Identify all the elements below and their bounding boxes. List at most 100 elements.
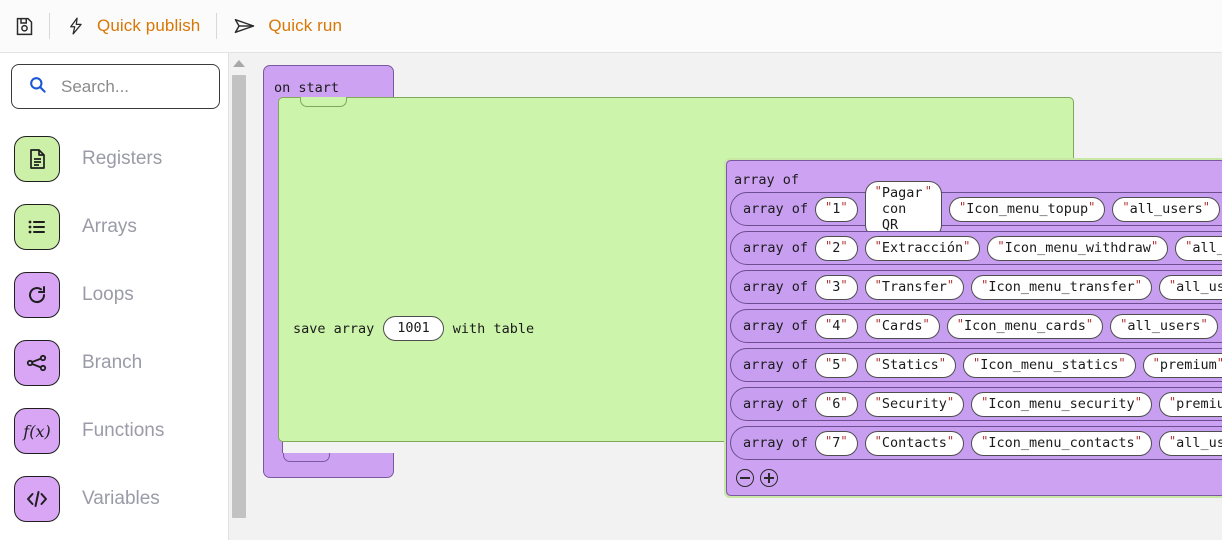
table-row[interactable]: array of "3" "Transfer" "Icon_menu_trans… xyxy=(730,270,1222,304)
sidebar-item-registers[interactable]: Registers xyxy=(0,125,228,193)
array-row-wrapper: array of "2" "Extracción" "Icon_menu_wit… xyxy=(730,231,1222,270)
quick-publish-button[interactable]: Quick publish xyxy=(50,0,216,53)
toolbar-divider-1 xyxy=(49,13,50,39)
table-row[interactable]: array of "6" "Security" "Icon_menu_secur… xyxy=(730,387,1222,421)
on-start-notch xyxy=(283,453,330,462)
quick-run-button[interactable]: Quick run xyxy=(217,0,358,53)
row-id-field[interactable]: "1" xyxy=(815,196,858,222)
sidebar-item-label: Loops xyxy=(82,284,134,305)
quick-publish-label: Quick publish xyxy=(97,16,201,35)
row-id-field[interactable]: "4" xyxy=(815,313,858,339)
plus-circle-icon[interactable] xyxy=(760,469,778,487)
row-audience-field[interactable]: "all_users" xyxy=(1158,430,1222,456)
scrollbar-thumb[interactable] xyxy=(232,75,246,518)
lightning-bolt-icon xyxy=(66,15,85,37)
sidebar-item-arrays[interactable]: Arrays xyxy=(0,193,228,261)
row-name-field[interactable]: "Contacts" xyxy=(864,430,965,456)
floppy-disk-icon xyxy=(14,16,35,37)
row-name-field[interactable]: "Statics" xyxy=(864,352,957,378)
save-array-suffix-label: with table xyxy=(452,320,535,337)
branch-icon xyxy=(14,340,60,386)
table-row[interactable]: array of "4" "Cards" "Icon_menu_cards" "… xyxy=(730,309,1222,343)
save-button[interactable] xyxy=(0,0,49,53)
row-name-field[interactable]: "Transfer" xyxy=(864,274,965,300)
array-of-controls xyxy=(736,469,778,487)
chevron-up-icon[interactable] xyxy=(233,60,245,67)
save-array-notch xyxy=(300,97,347,107)
quick-run-label: Quick run xyxy=(268,16,343,35)
row-id-field[interactable]: "3" xyxy=(815,274,858,300)
array-row-wrapper: array of "6" "Security" "Icon_menu_secur… xyxy=(730,387,1222,426)
row-id-field[interactable]: "6" xyxy=(815,391,858,417)
array-row-list: array of "1" "Pagar con QR" "Icon_menu_t… xyxy=(730,180,1222,465)
row-audience-field[interactable]: "premium" xyxy=(1158,391,1222,417)
search-input[interactable]: Search... xyxy=(11,64,220,109)
function-icon: f(x) xyxy=(14,408,60,454)
table-row[interactable]: array of "1" "Pagar con QR" "Icon_menu_t… xyxy=(730,180,1222,238)
row-name-field[interactable]: "Pagar con QR" xyxy=(864,180,942,238)
row-audience-field[interactable]: "all_users" xyxy=(1175,235,1222,261)
sidebar-item-branch[interactable]: Branch xyxy=(0,329,228,397)
array-of-label: array of xyxy=(734,172,800,188)
refresh-icon xyxy=(14,272,60,318)
toolbox-sidebar: Search... Registers xyxy=(0,53,229,540)
save-array-prefix-label: save array xyxy=(293,320,375,337)
row-audience-field[interactable]: "all_users" xyxy=(1110,313,1218,339)
canvas-vertical-scrollbar[interactable] xyxy=(232,57,246,536)
array-row-wrapper: array of "4" "Cards" "Icon_menu_cards" "… xyxy=(730,309,1222,348)
on-start-label: on start xyxy=(274,80,340,96)
row-id-field[interactable]: "7" xyxy=(815,430,858,456)
category-list: Registers Arrays xyxy=(0,125,228,533)
list-icon xyxy=(14,204,60,250)
sidebar-item-label: Branch xyxy=(82,352,143,373)
row-icon-field[interactable]: "Icon_menu_cards" xyxy=(946,313,1104,339)
sidebar-item-label: Registers xyxy=(82,148,163,169)
row-label: array of xyxy=(743,318,809,334)
row-icon-field[interactable]: "Icon_menu_transfer" xyxy=(971,274,1152,300)
row-name-field[interactable]: "Cards" xyxy=(864,313,940,339)
row-label: array of xyxy=(743,201,809,217)
search-icon xyxy=(28,75,47,99)
row-icon-field[interactable]: "Icon_menu_security" xyxy=(971,391,1152,417)
array-row-wrapper: array of "1" "Pagar con QR" "Icon_menu_t… xyxy=(730,180,1222,238)
sidebar-item-label: Arrays xyxy=(82,216,137,237)
sidebar-item-functions[interactable]: f(x) Functions xyxy=(0,397,228,465)
array-of-block[interactable]: array of array of "1" "Pagar con QR" "Ic… xyxy=(724,158,1222,498)
sidebar-item-label: Functions xyxy=(82,420,165,441)
row-label: array of xyxy=(743,357,809,373)
document-icon xyxy=(14,136,60,182)
array-row-wrapper: array of "7" "Contacts" "Icon_menu_conta… xyxy=(730,426,1222,465)
row-audience-field[interactable]: "all_users" xyxy=(1158,274,1222,300)
top-toolbar: Quick publish Quick run xyxy=(0,0,1222,53)
row-icon-field[interactable]: "Icon_menu_contacts" xyxy=(971,430,1152,456)
array-row-wrapper: array of "5" "Statics" "Icon_menu_static… xyxy=(730,348,1222,387)
row-icon-field[interactable]: "Icon_menu_withdraw" xyxy=(987,235,1169,261)
blocks-canvas[interactable]: on start save array 1001 with table arra… xyxy=(229,53,1222,540)
table-row[interactable]: array of "7" "Contacts" "Icon_menu_conta… xyxy=(730,426,1222,460)
minus-circle-icon[interactable] xyxy=(736,469,754,487)
sidebar-item-loops[interactable]: Loops xyxy=(0,261,228,329)
table-row[interactable]: array of "2" "Extracción" "Icon_menu_wit… xyxy=(730,231,1222,265)
on-start-block[interactable]: on start xyxy=(263,65,394,478)
row-audience-field[interactable]: "all_users" xyxy=(1112,196,1220,222)
array-id-field[interactable]: 1001 xyxy=(383,316,444,341)
save-array-row: save array 1001 with table xyxy=(293,316,534,341)
table-row[interactable]: array of "5" "Statics" "Icon_menu_static… xyxy=(730,348,1222,382)
paper-plane-icon xyxy=(233,16,256,36)
code-tags-icon xyxy=(14,476,60,522)
row-id-field[interactable]: "5" xyxy=(815,352,858,378)
array-row-wrapper: array of "3" "Transfer" "Icon_menu_trans… xyxy=(730,270,1222,309)
row-audience-field[interactable]: "premium" xyxy=(1142,352,1222,378)
row-label: array of xyxy=(743,396,809,412)
row-name-field[interactable]: "Security" xyxy=(864,391,965,417)
search-placeholder: Search... xyxy=(61,76,130,96)
array-of-border xyxy=(726,160,1222,496)
sidebar-item-variables[interactable]: Variables xyxy=(0,465,228,533)
row-id-field[interactable]: "2" xyxy=(815,235,858,261)
row-icon-field[interactable]: "Icon_menu_statics" xyxy=(963,352,1136,378)
row-icon-field[interactable]: "Icon_menu_topup" xyxy=(948,196,1106,222)
sidebar-item-label: Variables xyxy=(82,488,160,509)
row-label: array of xyxy=(743,240,809,256)
row-name-field[interactable]: "Extracción" xyxy=(864,235,981,261)
